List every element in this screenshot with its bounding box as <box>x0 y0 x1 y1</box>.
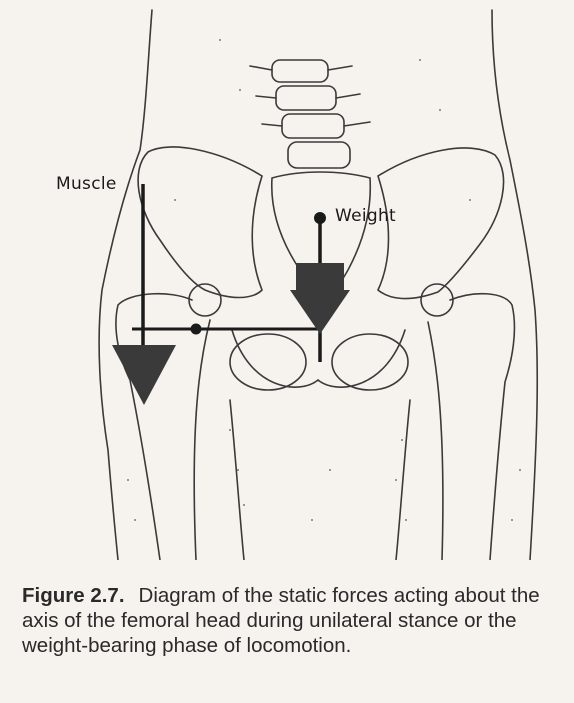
left-femoral-head <box>188 283 222 317</box>
stipple-shading <box>127 39 521 521</box>
left-femur-inner <box>193 319 211 560</box>
body-outline-left <box>98 9 153 560</box>
figure-number: Figure 2.7. <box>22 584 125 607</box>
vertebra <box>271 59 329 83</box>
weight-label: Weight <box>335 206 397 226</box>
muscle-label: Muscle <box>56 174 117 194</box>
right-femoral-head <box>420 283 454 317</box>
force-system <box>112 184 350 405</box>
vertebra <box>275 85 337 111</box>
right-femur-inner <box>427 321 444 560</box>
caption-text: Diagram of the static forces acting abou… <box>22 584 540 657</box>
left-femur <box>115 292 193 560</box>
left-obturator <box>229 333 307 391</box>
pelvis-force-diagram <box>98 9 539 560</box>
body-outline-right <box>491 9 539 560</box>
vertebra <box>281 113 345 139</box>
right-obturator <box>331 333 409 391</box>
left-ilium <box>137 146 263 299</box>
vertebra <box>287 141 351 169</box>
lever-pivot-dot <box>190 323 202 335</box>
right-ilium <box>377 147 505 300</box>
weight-force-arrow <box>290 263 350 334</box>
thigh-outline <box>229 399 411 560</box>
vertebra-process <box>249 65 371 127</box>
pubic-arch <box>231 329 406 388</box>
figure-caption: Figure 2.7.Diagram of the static forces … <box>22 583 558 658</box>
muscle-force-arrow <box>112 345 176 405</box>
right-femur <box>449 292 516 560</box>
